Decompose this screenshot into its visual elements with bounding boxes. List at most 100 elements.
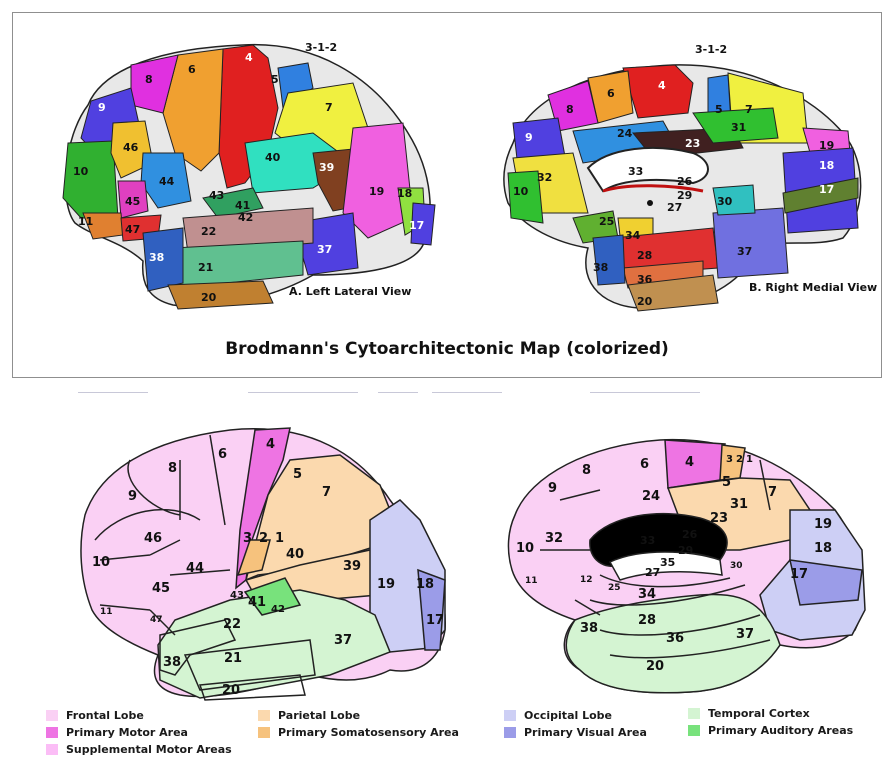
area-label: 17: [790, 567, 808, 582]
legend-swatch: [688, 708, 700, 719]
map-caption: Brodmann's Cytoarchitectonic Map (colori…: [13, 339, 881, 359]
right-medial-view-outline: [508, 440, 865, 693]
area-label: 5: [722, 475, 731, 490]
colorized-brain-diagrams: 3-1-2 4 6 8 9 46 10 44 45 11 47 43 41 42…: [13, 13, 883, 379]
area-label: 20: [222, 683, 240, 698]
area-label: 38: [149, 251, 164, 264]
area-label: 7: [768, 485, 777, 500]
divider: [432, 392, 502, 393]
area-label: 12: [580, 575, 593, 585]
area-label: 11: [78, 215, 93, 228]
area-label: 6: [640, 457, 649, 472]
left-lateral-view-colorized: 3-1-2 4 6 8 9 46 10 44 45 11 47 43 41 42…: [63, 41, 435, 309]
area-label: 46: [144, 531, 162, 546]
area-label: 20: [646, 659, 664, 674]
area-label: 38: [163, 655, 181, 670]
area-label: 32: [545, 531, 563, 546]
area-label: 40: [286, 547, 304, 562]
area-label: 10: [513, 185, 529, 198]
area-label: 39: [343, 559, 361, 574]
area-label: 3-1-2: [305, 41, 337, 54]
area-label: 43: [230, 590, 244, 601]
line-map-diagrams: 4 6 8 9 5 7 46 10 45 44 3 2 1 40 39 43 4…: [0, 400, 896, 704]
legend-swatch: [46, 744, 58, 755]
area-label: 40: [265, 151, 281, 164]
area-label: 37: [737, 245, 752, 258]
legend-label: Primary Motor Area: [66, 726, 188, 739]
area-label: 4: [658, 79, 666, 92]
area-label: 4: [245, 51, 253, 64]
area-label: 33: [628, 165, 643, 178]
area-label: 19: [814, 517, 832, 532]
area-label: 9: [548, 481, 557, 496]
area-label: 34: [638, 587, 656, 602]
area-label: 29: [678, 544, 693, 557]
area-label: 17: [409, 219, 424, 232]
divider: [78, 392, 148, 393]
area-label: 36: [666, 631, 684, 646]
area-label: 2: [259, 531, 268, 546]
area-label: 21: [224, 651, 242, 666]
area-label: 42: [238, 211, 253, 224]
divider: [248, 392, 358, 393]
area-label: 38: [593, 261, 608, 274]
legend-item-primary-somatosensory-area: Primary Somatosensory Area: [258, 725, 459, 739]
legend-swatch: [504, 710, 516, 721]
area-label: 8: [168, 461, 177, 476]
area-label: 1: [275, 531, 284, 546]
area-label: 18: [397, 187, 412, 200]
area-label: 25: [608, 583, 621, 593]
area-label: 22: [223, 617, 241, 632]
legend-label: Parietal Lobe: [278, 709, 360, 722]
area-label: 19: [819, 139, 834, 152]
area-label: 22: [201, 225, 216, 238]
legend-label: Frontal Lobe: [66, 709, 144, 722]
legend-label: Occipital Lobe: [524, 709, 612, 722]
area-label: 35: [660, 556, 675, 569]
left-view-label: A. Left Lateral View: [289, 285, 411, 298]
area-label: 6: [218, 447, 227, 462]
area-label: 44: [186, 561, 204, 576]
legend-item-frontal-lobe: Frontal Lobe: [46, 708, 144, 722]
legend-item-parietal-lobe: Parietal Lobe: [258, 708, 360, 722]
area-label: 38: [580, 621, 598, 636]
area-label: 23: [710, 511, 728, 526]
area-label: 10: [73, 165, 89, 178]
area-label: 25: [599, 215, 614, 228]
area-label: 9: [128, 489, 137, 504]
divider: [378, 392, 418, 393]
area-label: 6: [188, 63, 196, 76]
area-label: 18: [814, 541, 832, 556]
area-label: 17: [426, 613, 444, 628]
left-lateral-view-outline: [81, 428, 445, 700]
area-label: 5: [293, 467, 302, 482]
area-label: 3: [726, 454, 733, 465]
area-label: 4: [266, 437, 275, 452]
area-label: 46: [123, 141, 139, 154]
area-label: 23: [685, 137, 700, 150]
area-label: 7: [322, 485, 331, 500]
legend-label: Supplemental Motor Areas: [66, 743, 232, 756]
legend-item-supplemental-motor-areas: Supplemental Motor Areas: [46, 742, 232, 756]
area-label: 10: [516, 541, 534, 556]
legend-swatch: [46, 710, 58, 721]
legend-swatch: [46, 727, 58, 738]
area-label: 28: [637, 249, 652, 262]
area-label: 11: [100, 607, 113, 617]
area-label: 30: [730, 561, 743, 571]
area-label: 9: [98, 101, 106, 114]
area-label: 26: [682, 528, 698, 541]
area-label: 5: [715, 103, 723, 116]
area-label: 28: [638, 613, 656, 628]
area-label: 31: [730, 497, 748, 512]
area-label: 36: [637, 273, 653, 286]
area-label: 42: [271, 604, 285, 615]
area-label: 32: [537, 171, 552, 184]
legend-label: Primary Auditory Areas: [708, 724, 853, 737]
area-label: 34: [625, 229, 641, 242]
area-label: 27: [645, 566, 660, 579]
area-label: 24: [617, 127, 633, 140]
area-label: 8: [145, 73, 153, 86]
legend-item-temporal-cortex: Temporal Cortex: [688, 706, 810, 720]
area-label: 18: [416, 577, 434, 592]
